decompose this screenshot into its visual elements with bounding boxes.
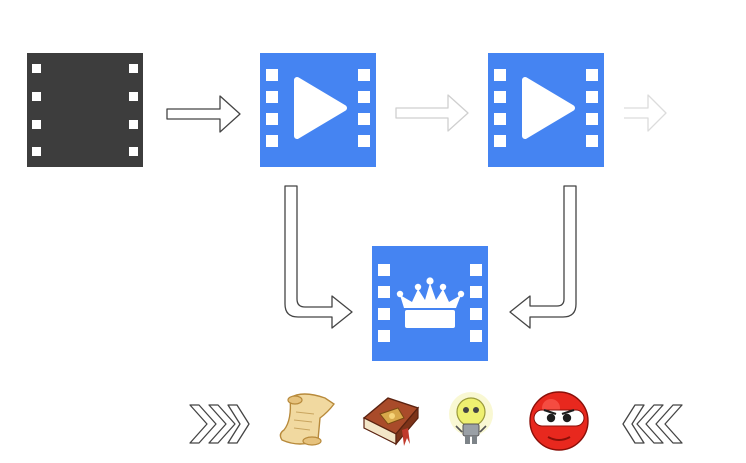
double-chevron-right-icon (189, 404, 250, 444)
red-ninja-ball-icon (529, 391, 589, 451)
arrow-down-right-icon (284, 185, 353, 329)
double-chevron-left-icon (622, 404, 683, 444)
arrow-down-left-icon (509, 185, 577, 329)
scroll-icon (279, 393, 336, 446)
book-icon (362, 397, 420, 446)
arrow-right-icon (624, 94, 667, 132)
video-play-icon (260, 53, 376, 167)
arrow-right-icon (395, 94, 469, 132)
video-play-icon (488, 53, 604, 167)
arrow-right-icon (166, 95, 241, 133)
video-crown-icon (372, 246, 488, 361)
film-strip-icon (27, 53, 143, 167)
lightbulb-robot-icon (449, 392, 493, 444)
